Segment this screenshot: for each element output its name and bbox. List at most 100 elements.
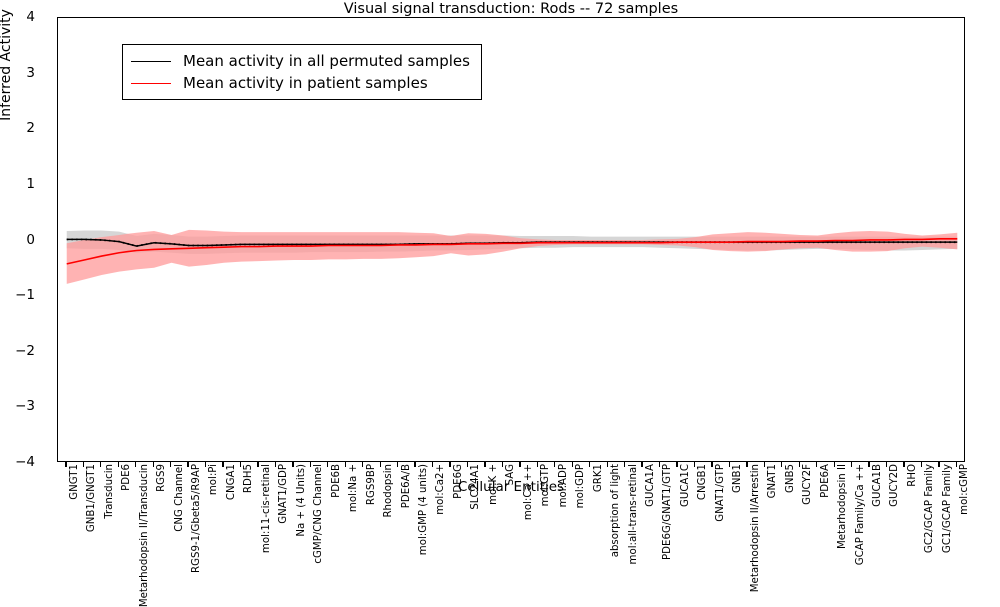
x-tick-label: SLC24A1 bbox=[470, 464, 482, 510]
x-tick-label: Metarhodopsin II/Arrestin bbox=[749, 464, 761, 593]
x-tick-mark bbox=[641, 462, 643, 467]
x-tick-label: mol:Ca2+ bbox=[435, 464, 447, 515]
x-tick-label: mol:GDP bbox=[575, 464, 587, 509]
x-tick-label: RHO bbox=[906, 464, 918, 487]
x-tick-label: GNAT1 bbox=[767, 464, 779, 499]
y-tick-label: 1 bbox=[26, 175, 35, 192]
y-tick-label: −1 bbox=[15, 287, 35, 304]
x-tick-mark bbox=[658, 462, 661, 467]
x-axis-label: Cellular Entities bbox=[457, 479, 565, 495]
x-tick-mark bbox=[676, 462, 678, 467]
x-tick-label: Metarhodopsin II/Transducin bbox=[138, 464, 150, 607]
x-tick-label: mol:11-cis-retinal bbox=[260, 464, 272, 554]
permuted-mean-dotted-overlay bbox=[66, 238, 958, 247]
x-tick-label: GUCA1C bbox=[679, 464, 691, 508]
x-tick-mark bbox=[204, 462, 207, 467]
x-tick-label: GC1/GCAP Family bbox=[941, 464, 953, 554]
plot-clip bbox=[58, 18, 964, 461]
y-tick-label: 3 bbox=[26, 64, 35, 81]
x-tick-label: GNAT1/GDP bbox=[278, 464, 290, 524]
x-tick-mark bbox=[763, 462, 765, 467]
x-tick-mark bbox=[431, 462, 434, 467]
y-tick-label: 2 bbox=[26, 120, 35, 137]
figure: Visual signal transduction: Rods -- 72 s… bbox=[0, 1, 970, 607]
x-tick-label: GC2/GCAP Family bbox=[924, 464, 936, 554]
legend-entry-permuted: Mean activity in all permuted samples bbox=[131, 50, 470, 72]
x-tick-label: GNB1 bbox=[732, 464, 744, 493]
x-tick-label: Rhodopsin bbox=[383, 464, 395, 518]
x-tick-label: GUCA1A bbox=[644, 464, 656, 507]
x-tick-mark bbox=[152, 462, 154, 467]
x-tick-label: PDE6B bbox=[330, 464, 342, 498]
x-tick-label: GCAP Family/Ca ++ bbox=[854, 464, 866, 566]
x-tick-label: mol:K + bbox=[487, 464, 499, 505]
x-tick-mark bbox=[571, 462, 573, 467]
x-tick-mark bbox=[606, 462, 608, 467]
x-tick-mark bbox=[624, 462, 626, 467]
x-tick-mark bbox=[519, 462, 521, 467]
x-tick-label: GRK1 bbox=[592, 464, 604, 493]
y-tick-label: −4 bbox=[15, 454, 35, 470]
x-tick-mark bbox=[466, 462, 469, 467]
x-tick-label: absorption of light bbox=[610, 464, 622, 558]
x-tick-mark bbox=[920, 462, 923, 467]
x-tick-mark bbox=[833, 462, 835, 467]
x-tick-mark bbox=[397, 462, 399, 467]
x-tick-label: GNAT1/GTP bbox=[714, 464, 726, 522]
x-tick-label: Na + (4 Units) bbox=[295, 464, 307, 537]
x-tick-mark bbox=[798, 462, 800, 467]
x-tick-label: GNB1/GNGT1 bbox=[86, 464, 98, 533]
legend-label-patient: Mean activity in patient samples bbox=[183, 74, 428, 92]
legend-label-permuted: Mean activity in all permuted samples bbox=[183, 52, 470, 70]
x-tick-mark bbox=[135, 462, 137, 467]
patient-confidence-band bbox=[66, 229, 958, 284]
x-tick-mark bbox=[484, 462, 486, 467]
y-tick-label: 4 bbox=[26, 9, 35, 25]
x-tick-mark bbox=[589, 462, 591, 467]
legend-entry-patient: Mean activity in patient samples bbox=[131, 72, 470, 94]
x-tick-label: GNGT1 bbox=[68, 464, 80, 500]
x-tick-mark bbox=[903, 462, 905, 467]
legend-line-patient bbox=[131, 82, 171, 84]
x-tick-mark bbox=[449, 462, 451, 467]
x-tick-mark bbox=[379, 462, 381, 467]
x-tick-label: CNGB1 bbox=[697, 464, 709, 501]
y-tick-label: −2 bbox=[15, 342, 35, 359]
x-tick-mark bbox=[746, 462, 748, 467]
x-tick-mark bbox=[728, 462, 731, 467]
x-tick-mark bbox=[955, 462, 958, 467]
x-tick-mark bbox=[170, 462, 172, 467]
legend: Mean activity in all permuted samples Me… bbox=[122, 44, 482, 100]
x-tick-label: cGMP/CNG Channel bbox=[313, 464, 325, 564]
y-tick-label: −3 bbox=[15, 398, 35, 415]
plot-svg bbox=[66, 229, 958, 284]
x-tick-label: mol:Na + bbox=[348, 464, 360, 513]
x-tick-mark bbox=[257, 462, 259, 467]
x-tick-label: PDE6 bbox=[121, 464, 133, 491]
x-tick-label: PDE6A/B bbox=[400, 464, 412, 509]
x-tick-mark bbox=[868, 462, 870, 467]
x-tick-mark bbox=[501, 462, 504, 467]
x-tick-mark bbox=[851, 462, 853, 467]
legend-line-permuted bbox=[131, 60, 171, 62]
x-tick-mark bbox=[554, 462, 556, 467]
x-tick-mark bbox=[711, 462, 713, 467]
x-tick-label: Transducin bbox=[103, 464, 115, 519]
x-tick-label: CNGA1 bbox=[225, 464, 237, 501]
x-tick-label: PDE6G bbox=[452, 464, 464, 499]
x-tick-label: PDE6A bbox=[819, 464, 831, 498]
x-tick-label: RDH5 bbox=[243, 464, 255, 494]
x-tick-label: mol:Ca ++ bbox=[522, 464, 534, 521]
x-tick-label: RGS9 bbox=[156, 464, 168, 492]
patient-mean-line bbox=[66, 238, 958, 265]
x-tick-mark bbox=[292, 462, 294, 467]
x-tick-mark bbox=[693, 462, 696, 467]
x-tick-label: mol:all-trans-retinal bbox=[627, 464, 639, 565]
x-tick-label: GUCA1B bbox=[871, 464, 883, 507]
x-tick-mark bbox=[327, 462, 329, 467]
x-tick-mark bbox=[222, 462, 224, 467]
x-tick-mark bbox=[344, 462, 346, 467]
x-tick-mark bbox=[816, 462, 818, 467]
x-tick-mark bbox=[82, 462, 84, 467]
x-tick-mark bbox=[239, 462, 242, 467]
